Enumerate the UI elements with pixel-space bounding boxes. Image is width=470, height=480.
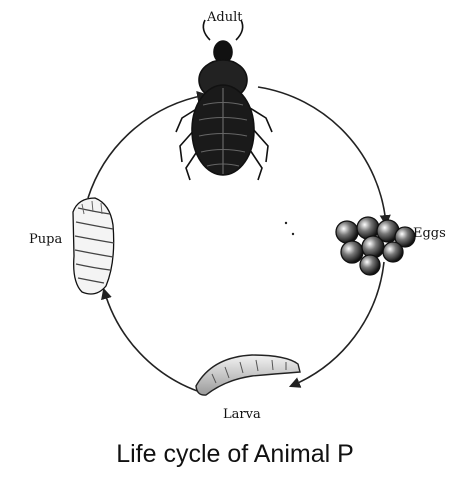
scan-speck xyxy=(292,233,294,235)
arrow-pupa-to-adult xyxy=(88,95,206,198)
stage-label-eggs: Eggs xyxy=(413,226,446,241)
larva-illustration xyxy=(196,355,300,395)
diagram-caption: Life cycle of Animal P xyxy=(0,440,470,469)
stage-label-adult: Adult xyxy=(207,10,242,25)
arrow-eggs-to-larva xyxy=(291,262,384,386)
pupa-illustration xyxy=(73,198,114,294)
stage-label-larva: Larva xyxy=(223,407,261,422)
stage-label-pupa: Pupa xyxy=(29,232,62,247)
eggs-illustration xyxy=(336,217,415,275)
scan-speck xyxy=(285,222,287,224)
adult-beetle-illustration xyxy=(176,20,272,180)
arrow-larva-to-pupa xyxy=(104,290,200,392)
arrow-adult-to-eggs xyxy=(258,87,386,224)
